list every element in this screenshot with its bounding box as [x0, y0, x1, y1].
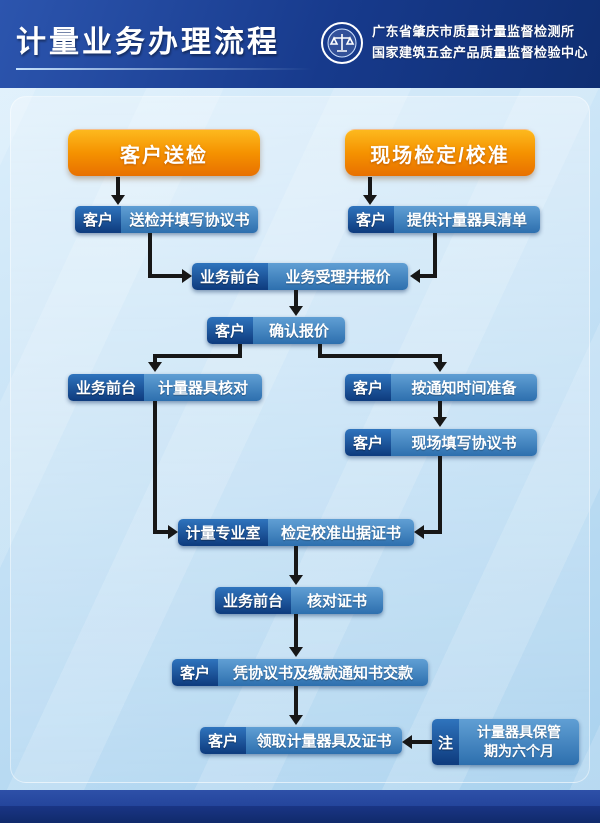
arrowhead-left	[402, 735, 412, 749]
connector-line	[153, 401, 157, 534]
page-title: 计量业务办理流程	[16, 26, 280, 59]
connector-line	[153, 354, 157, 364]
arrowhead-down	[289, 715, 303, 725]
connector-line	[438, 456, 442, 534]
connector-line	[368, 177, 372, 197]
arrowhead-down	[289, 306, 303, 316]
connector-line	[294, 546, 298, 577]
arrowhead-down	[111, 195, 125, 205]
note-text: 计量器具保管 期为六个月	[459, 719, 579, 765]
node-action: 按通知时间准备	[391, 374, 537, 401]
node-role: 计量专业室	[178, 519, 268, 546]
arrowhead-right	[168, 525, 178, 539]
node-role: 客户	[207, 317, 253, 344]
flow-node-prepare: 客户 按通知时间准备	[345, 374, 537, 401]
arrowhead-down	[148, 362, 162, 372]
footer-band	[0, 790, 600, 823]
node-action: 检定校准出据证书	[268, 519, 414, 546]
connector-line	[318, 354, 442, 358]
arrowhead-down	[433, 362, 447, 372]
arrowhead-left	[414, 525, 424, 539]
node-action: 送检并填写协议书	[121, 206, 258, 233]
connector-line	[424, 530, 440, 534]
flow-node-collect: 客户 领取计量器具及证书	[200, 727, 402, 754]
footer-band-top	[0, 790, 600, 806]
footer-band-bottom	[0, 806, 600, 823]
flow-node-fill-agreement: 客户 现场填写协议书	[345, 429, 537, 456]
org-name-line2: 国家建筑五金产品质量监督检验中心	[371, 45, 588, 60]
connector-line	[438, 401, 442, 419]
flow-node-issue-cert: 计量专业室 检定校准出据证书	[178, 519, 414, 546]
org-block: 广东省肇庆市质量计量监督检测所 国家建筑五金产品质量监督检验中心	[320, 21, 588, 65]
connector-line	[148, 274, 184, 278]
flow-node-check-cert: 业务前台 核对证书	[215, 587, 383, 614]
arrowhead-down	[363, 195, 377, 205]
connector-line	[420, 274, 437, 278]
node-role: 客户	[200, 727, 246, 754]
node-role: 业务前台	[68, 374, 144, 401]
start-customer-submission: 客户送检	[68, 129, 260, 176]
node-role: 业务前台	[215, 587, 291, 614]
connector-line	[148, 233, 152, 278]
flow-node-provide-list: 客户 提供计量器具清单	[348, 206, 540, 233]
node-role: 客户	[348, 206, 394, 233]
connector-line	[238, 344, 242, 358]
arrowhead-down	[289, 647, 303, 657]
node-role: 客户	[345, 374, 391, 401]
arrowhead-right	[182, 269, 192, 283]
note-box: 注 计量器具保管 期为六个月	[432, 719, 579, 765]
arrowhead-down	[289, 575, 303, 585]
node-role: 业务前台	[192, 263, 268, 290]
flow-node-front-desk-quote: 业务前台 业务受理并报价	[192, 263, 408, 290]
node-role: 客户	[172, 659, 218, 686]
node-action: 凭协议书及缴款通知书交款	[218, 659, 428, 686]
connector-line	[116, 177, 120, 197]
node-action: 核对证书	[291, 587, 383, 614]
node-role: 客户	[345, 429, 391, 456]
connector-line	[438, 354, 442, 364]
title-underline	[16, 68, 312, 70]
connector-line	[318, 344, 322, 358]
connector-line	[412, 740, 432, 744]
node-role: 客户	[75, 206, 121, 233]
node-action: 现场填写协议书	[391, 429, 537, 456]
org-logo-icon	[320, 22, 363, 64]
header: 计量业务办理流程 广东省肇庆市质量计量监督检测所 国家建筑五金产品质量监督检验中…	[0, 0, 600, 88]
connector-line	[294, 614, 298, 649]
flow-node-confirm-quote: 客户 确认报价	[207, 317, 345, 344]
note-label: 注	[432, 719, 459, 765]
connector-line	[294, 290, 298, 308]
org-names: 广东省肇庆市质量计量监督检测所 国家建筑五金产品质量监督检验中心	[372, 22, 588, 64]
connector-line	[153, 354, 242, 358]
arrowhead-left	[410, 269, 420, 283]
node-action: 确认报价	[253, 317, 345, 344]
node-action: 业务受理并报价	[268, 263, 408, 290]
org-name-line1: 广东省肇庆市质量计量监督检测所	[371, 24, 575, 40]
flow-node-pay: 客户 凭协议书及缴款通知书交款	[172, 659, 428, 686]
flow-node-verify-instruments: 业务前台 计量器具核对	[68, 374, 262, 401]
note-text-line2: 期为六个月	[484, 743, 554, 759]
node-action: 领取计量器具及证书	[246, 727, 402, 754]
start-onsite-calibration: 现场检定/校准	[345, 129, 535, 176]
connector-line	[153, 530, 170, 534]
note-text-line1: 计量器具保管	[477, 724, 561, 741]
flow-node-submit: 客户 送检并填写协议书	[75, 206, 258, 233]
node-action: 提供计量器具清单	[394, 206, 540, 233]
node-action: 计量器具核对	[144, 374, 262, 401]
connector-line	[294, 686, 298, 717]
arrowhead-down	[433, 417, 447, 427]
connector-line	[433, 233, 437, 278]
